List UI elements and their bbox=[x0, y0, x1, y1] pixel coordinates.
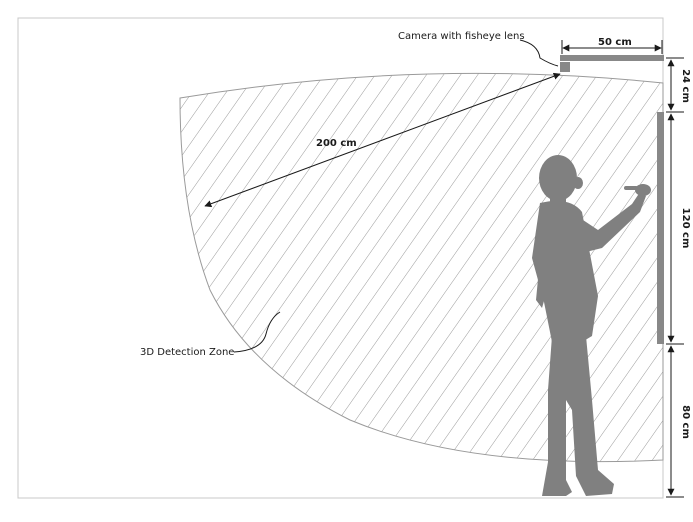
wall-display-panel bbox=[657, 112, 664, 344]
ceiling-mount-bar bbox=[560, 55, 664, 61]
dim-120-label: 120 cm bbox=[680, 208, 691, 249]
zone-leader-line bbox=[233, 311, 281, 353]
range-arrow bbox=[204, 72, 561, 208]
dim-50-label: 50 cm bbox=[598, 37, 632, 48]
range-label: 200 cm bbox=[316, 138, 357, 149]
camera-label: Camera with fisheye lens bbox=[398, 31, 525, 42]
camera-icon bbox=[560, 62, 570, 72]
zone-label: 3D Detection Zone bbox=[140, 347, 234, 358]
dim-24-label: 24 cm bbox=[680, 69, 691, 103]
camera-leader-line bbox=[519, 39, 559, 67]
dim-80-label: 80 cm bbox=[680, 405, 691, 439]
